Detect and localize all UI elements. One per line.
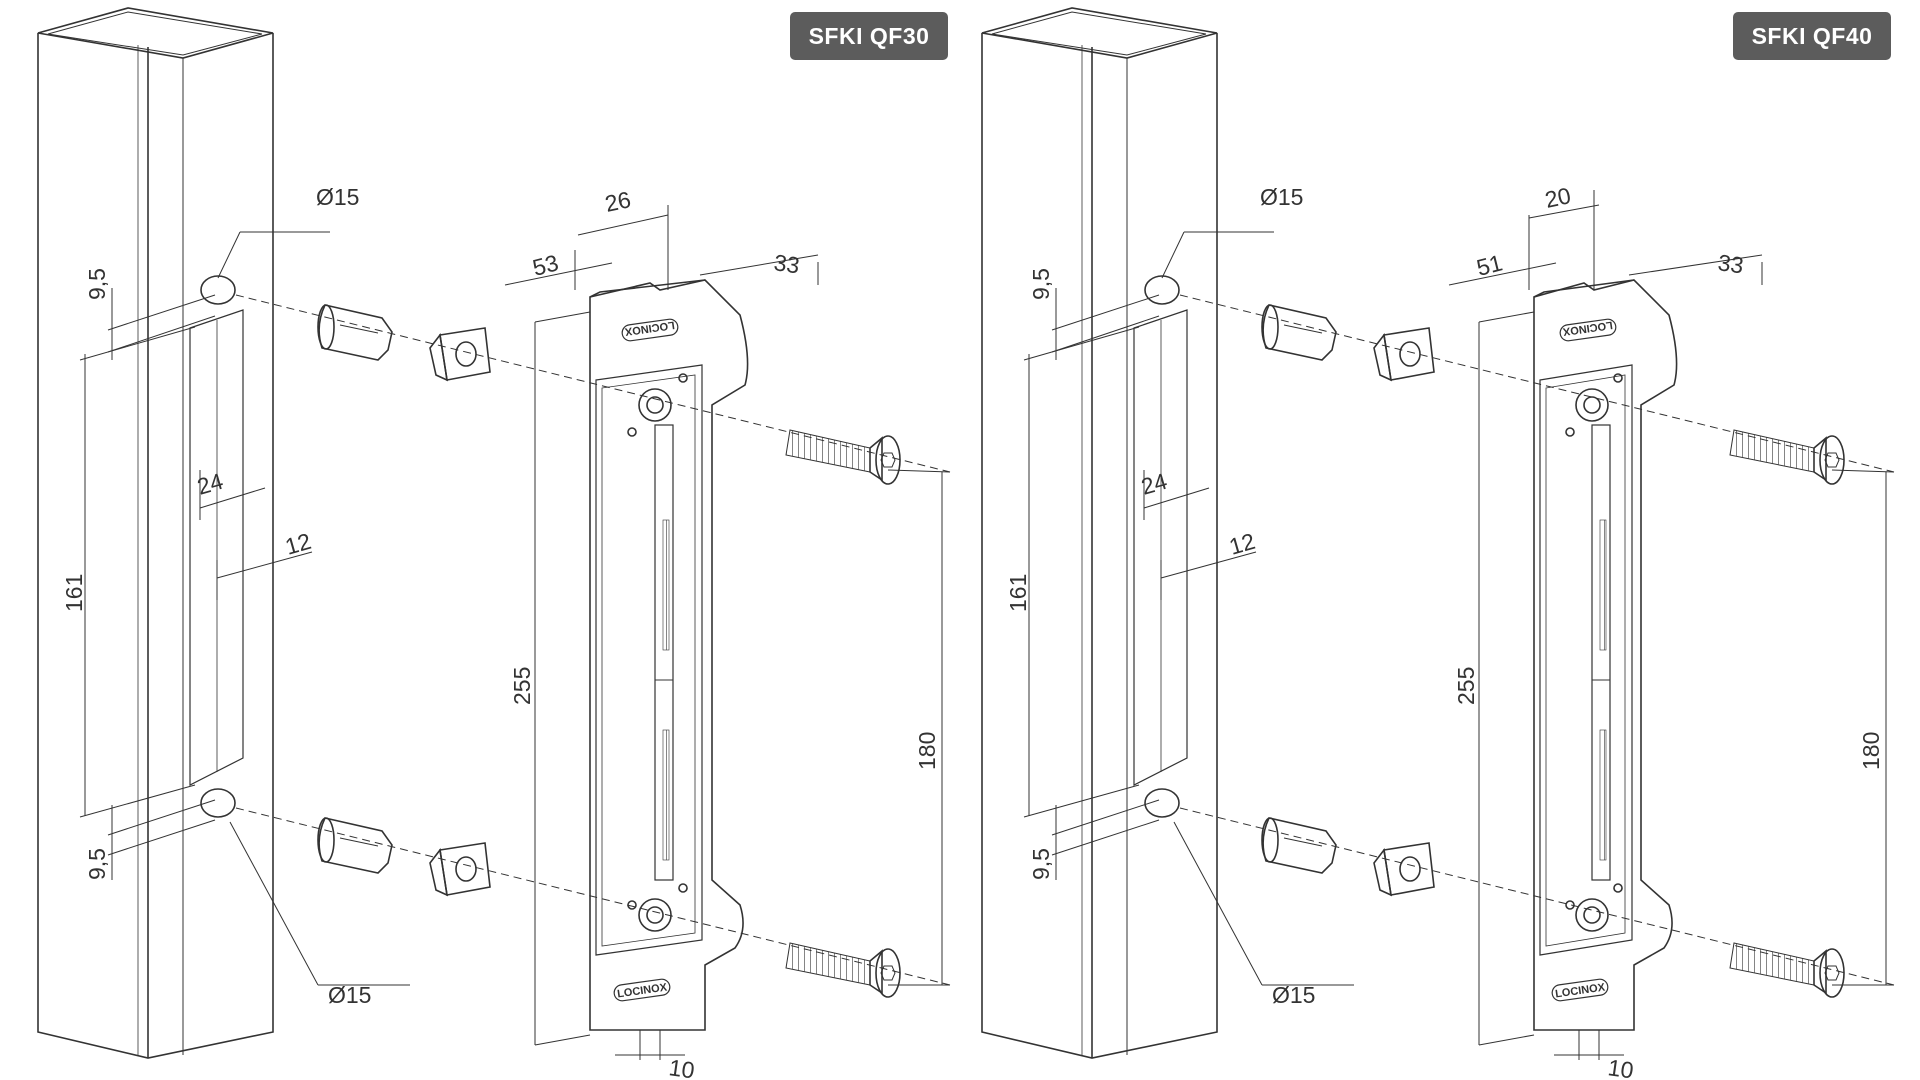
dim-face-width: 26 [603,186,633,217]
expansion-sleeve-icon [317,304,393,361]
dim-edge-bottom: 9,5 [1028,848,1054,880]
dim-hole-top: Ø15 [316,184,359,210]
dim-keep-depth: 51 [1474,249,1505,280]
square-post-icon [37,7,274,1059]
countersunk-screw-icon [1729,942,1845,998]
dim-edge-bottom: 9,5 [84,848,110,880]
keep-plate-icon [1533,279,1678,1031]
dim-slot-height: 161 [61,574,87,612]
dim-edge-top: 9,5 [84,268,110,300]
dim-hole-spacing: 180 [914,732,940,770]
square-insert-nut-icon [1373,327,1435,382]
dim-hole-bottom: Ø15 [328,982,371,1008]
dim-edge-top: 9,5 [1028,268,1054,300]
countersunk-screw-icon [785,429,901,485]
countersunk-screw-icon [785,942,901,998]
panel-left: LOCINOX LOCINOX [37,7,951,1060]
dim-side-width: 33 [772,249,801,278]
dim-hole-spacing: 180 [1858,732,1884,770]
dim-bottom-offset: 10 [1606,1054,1635,1080]
dim-keep-height: 255 [509,667,535,705]
expansion-sleeve-icon [1261,304,1337,361]
dim-keep-depth: 53 [530,249,561,280]
dim-slot-width: 24 [194,468,226,500]
expansion-sleeve-icon [317,817,393,874]
expansion-sleeve-icon [1261,817,1337,874]
model-badge-left: SFKI QF30 [790,12,948,60]
keep-plate-icon [589,279,749,1031]
panel-right: LOCINOX LOCINOX Ø15 Ø15 9,5 9,5 161 24 1… [981,7,1895,1080]
dim-slot-height: 161 [1005,574,1031,612]
dim-slot-inner-width: 12 [282,528,314,560]
dimensions-right: Ø15 Ø15 9,5 9,5 161 24 12 255 51 20 33 1… [1005,182,1884,1080]
model-badge-right: SFKI QF40 [1733,12,1891,60]
dim-slot-inner-width: 12 [1226,528,1258,560]
dim-hole-top: Ø15 [1260,184,1303,210]
dim-side-width: 33 [1716,249,1745,278]
dim-slot-width: 24 [1138,468,1170,500]
dimensions-left: Ø15 Ø15 9,5 9,5 161 24 12 255 53 26 33 1… [61,184,940,1080]
square-insert-nut-icon [429,327,491,382]
square-post-icon [981,7,1218,1059]
dim-face-width: 20 [1543,182,1573,213]
countersunk-screw-icon [1729,429,1845,485]
dim-hole-bottom: Ø15 [1272,982,1315,1008]
dim-bottom-offset: 10 [667,1054,696,1080]
dim-keep-height: 255 [1453,667,1479,705]
square-insert-nut-icon [429,842,491,897]
square-insert-nut-icon [1373,842,1435,897]
